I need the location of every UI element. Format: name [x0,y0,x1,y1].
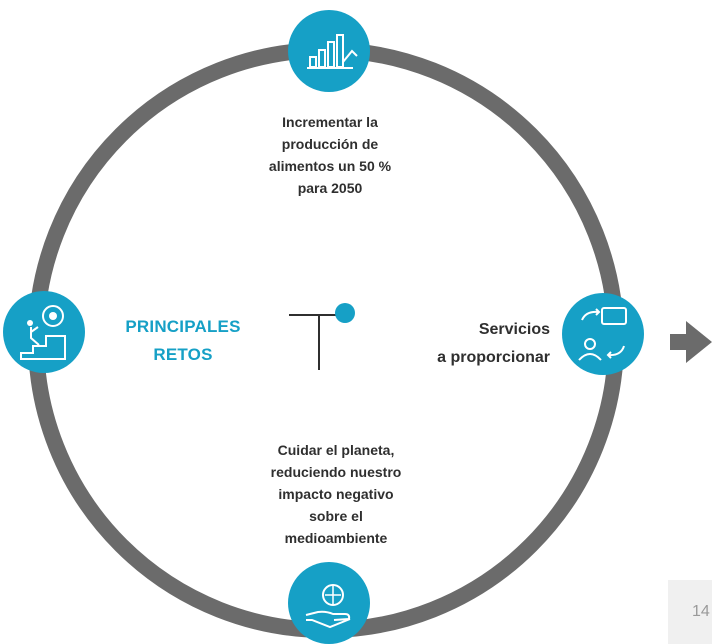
services-text: Servicios a proporcionar [437,321,550,366]
bar-chart-growth-icon [288,10,370,92]
t-logo-icon [289,303,355,370]
hand-globe-icon [288,562,370,644]
gear-climber-icon [3,291,85,373]
page-number: 14 [668,580,712,644]
bottom-challenge-text: Cuidar el planeta, reduciendo nuestro im… [270,442,402,546]
top-challenge-text: Incrementar la producción de alimentos u… [268,114,392,196]
right-arrow-icon [670,321,712,363]
service-users-icon [562,293,644,375]
principales-retos-text: PRINCIPALES RETOS [125,317,241,364]
